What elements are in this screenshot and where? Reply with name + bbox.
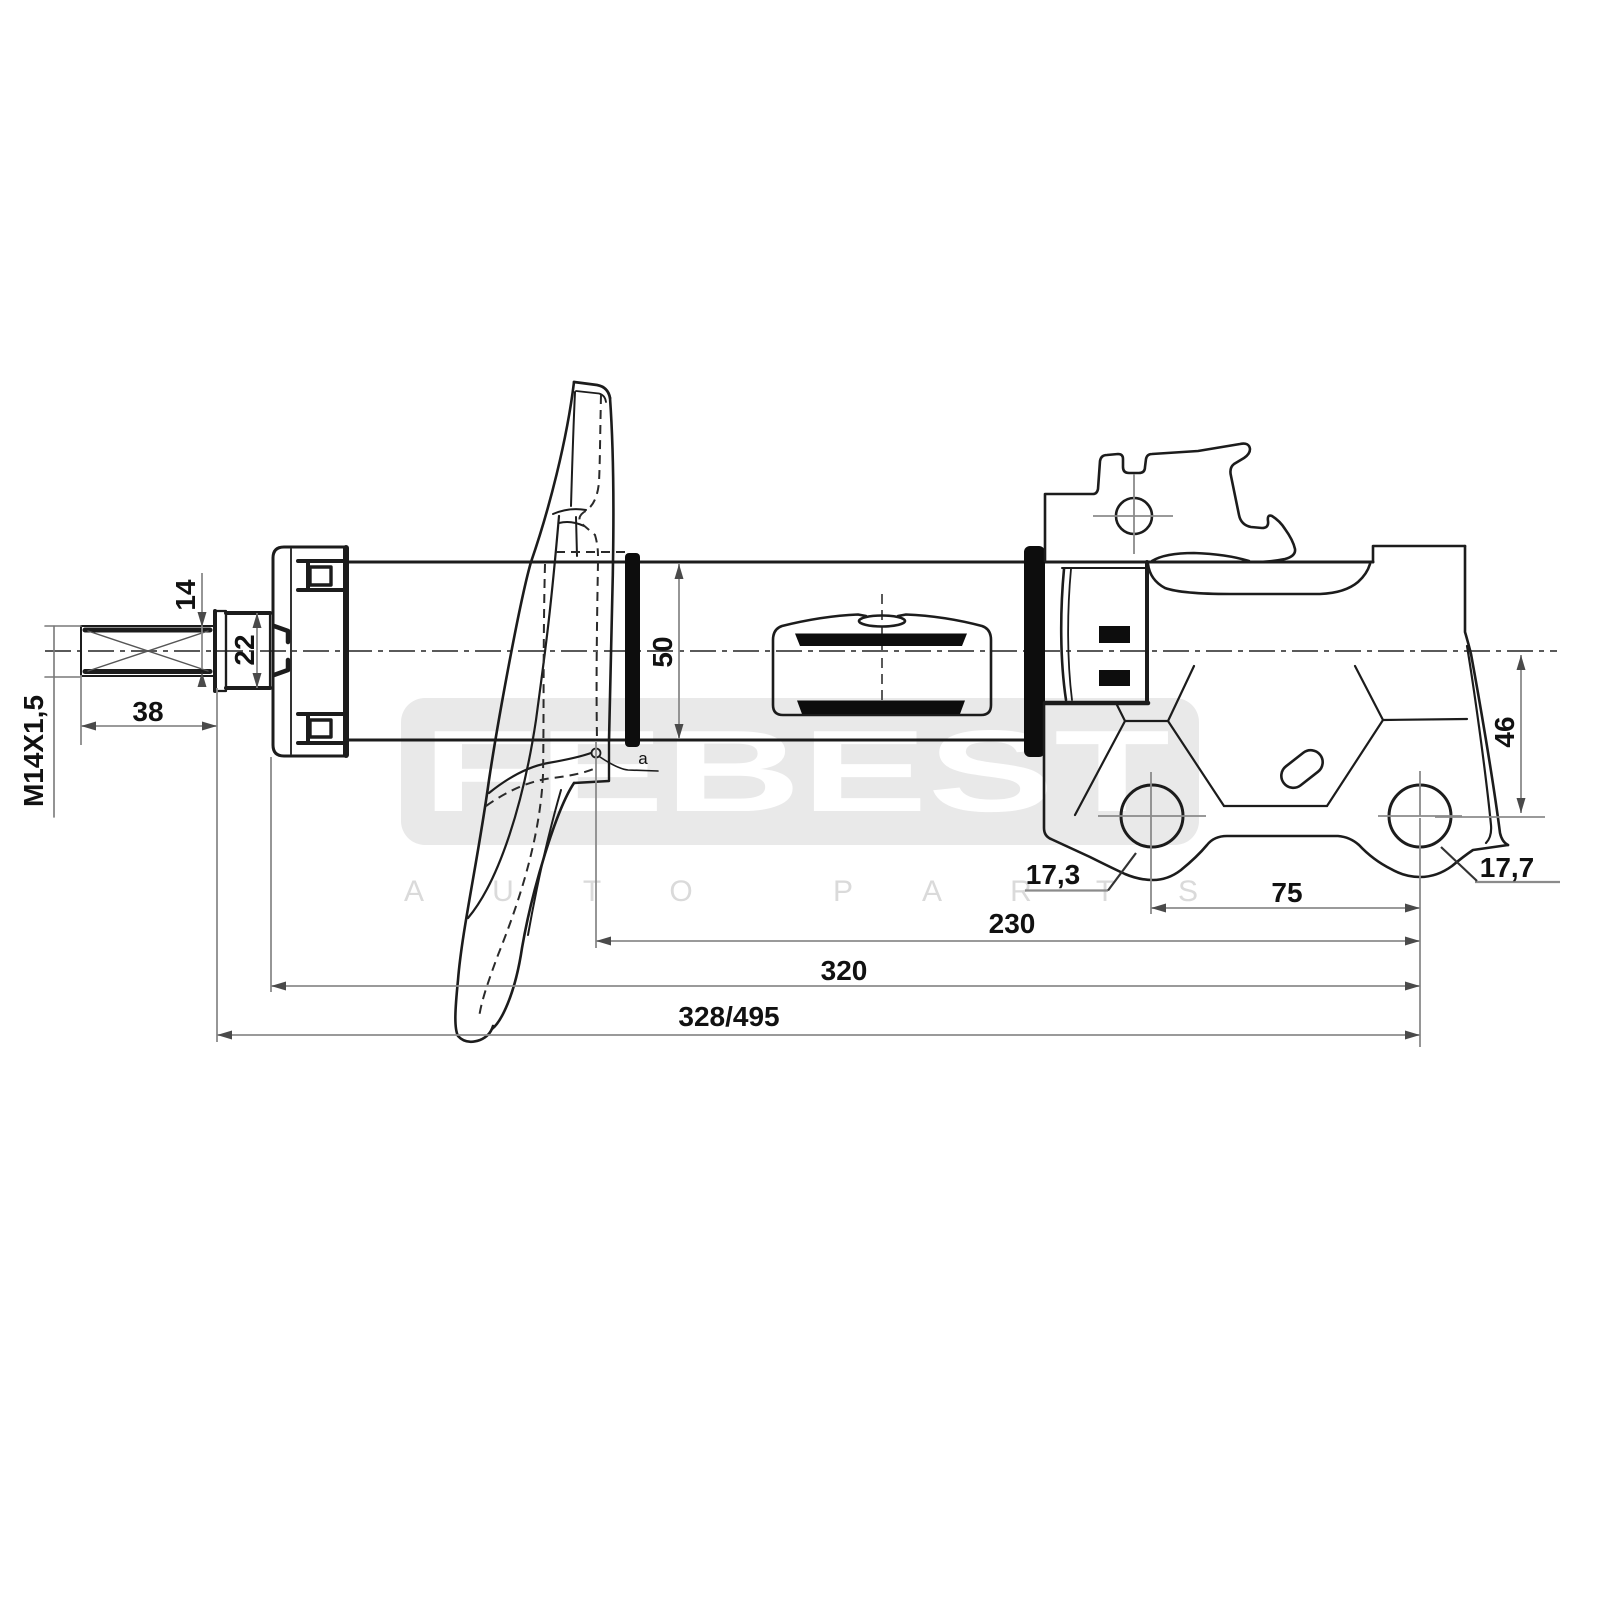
svg-text:U: U xyxy=(492,875,514,908)
svg-text:17,3: 17,3 xyxy=(1026,859,1081,890)
svg-text:S: S xyxy=(1178,875,1198,908)
svg-text:M14X1,5: M14X1,5 xyxy=(18,695,49,807)
svg-text:46: 46 xyxy=(1489,716,1520,747)
svg-text:O: O xyxy=(669,875,692,908)
svg-text:50: 50 xyxy=(647,636,678,667)
svg-text:T: T xyxy=(583,875,601,908)
svg-text:230: 230 xyxy=(989,908,1036,939)
svg-text:P: P xyxy=(833,875,853,908)
svg-text:328/495: 328/495 xyxy=(678,1001,779,1032)
svg-text:A: A xyxy=(922,875,942,908)
svg-text:R: R xyxy=(1010,875,1032,908)
svg-text:A: A xyxy=(404,875,424,908)
svg-text:320: 320 xyxy=(821,955,868,986)
svg-text:a: a xyxy=(638,749,648,768)
svg-text:FEBEST: FEBEST xyxy=(422,706,1170,836)
svg-text:38: 38 xyxy=(132,696,163,727)
svg-text:17,7: 17,7 xyxy=(1480,852,1535,883)
svg-text:22: 22 xyxy=(229,634,260,665)
svg-text:14: 14 xyxy=(170,579,201,611)
svg-text:75: 75 xyxy=(1271,877,1302,908)
